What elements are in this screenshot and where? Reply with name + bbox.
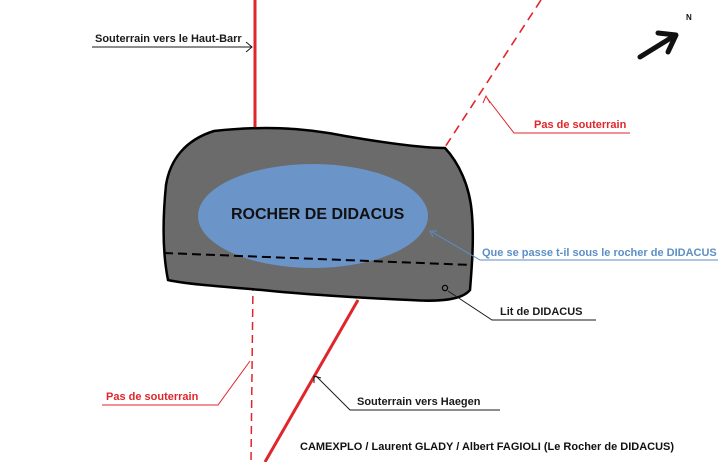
label-lit: Lit de DIDACUS bbox=[500, 306, 583, 318]
leader-question bbox=[431, 231, 718, 261]
section-dashed-line bbox=[163, 252, 473, 266]
rock-ellipse bbox=[198, 164, 428, 268]
label-question: Que se passe t-il sous le rocher de DIDA… bbox=[482, 247, 720, 259]
leader-lit bbox=[447, 290, 596, 321]
no-tunnel-bottom-line bbox=[250, 282, 254, 462]
arrowhead-no-tunnel-top bbox=[482, 94, 491, 104]
arrowhead-haegen bbox=[313, 375, 322, 383]
no-tunnel-top-line bbox=[429, 0, 542, 171]
label-souterrain-haegen: Souterrain vers Haegen bbox=[357, 396, 481, 408]
label-no-tunnel-top: Pas de souterrain bbox=[534, 119, 627, 131]
north-symbol: N bbox=[686, 13, 692, 22]
credit-line: CAMEXPLO / Laurent GLADY / Albert FAGIOL… bbox=[300, 441, 675, 453]
tunnel-haegen-line bbox=[263, 299, 360, 462]
rock-title: ROCHER DE DIDACUS bbox=[231, 206, 405, 223]
leader-haegen bbox=[315, 375, 500, 411]
lit-marker bbox=[441, 284, 449, 292]
leader-no-tunnel-top bbox=[486, 97, 630, 134]
arrowhead-haut-barr bbox=[245, 41, 253, 53]
label-souterrain-haut-barr: Souterrain vers le Haut-Barr bbox=[95, 33, 242, 45]
arrowhead-question bbox=[429, 230, 437, 238]
leader-no-tunnel-bottom bbox=[102, 360, 251, 406]
label-no-tunnel-bottom: Pas de souterrain bbox=[106, 391, 199, 403]
north-arrow-icon bbox=[637, 30, 679, 60]
